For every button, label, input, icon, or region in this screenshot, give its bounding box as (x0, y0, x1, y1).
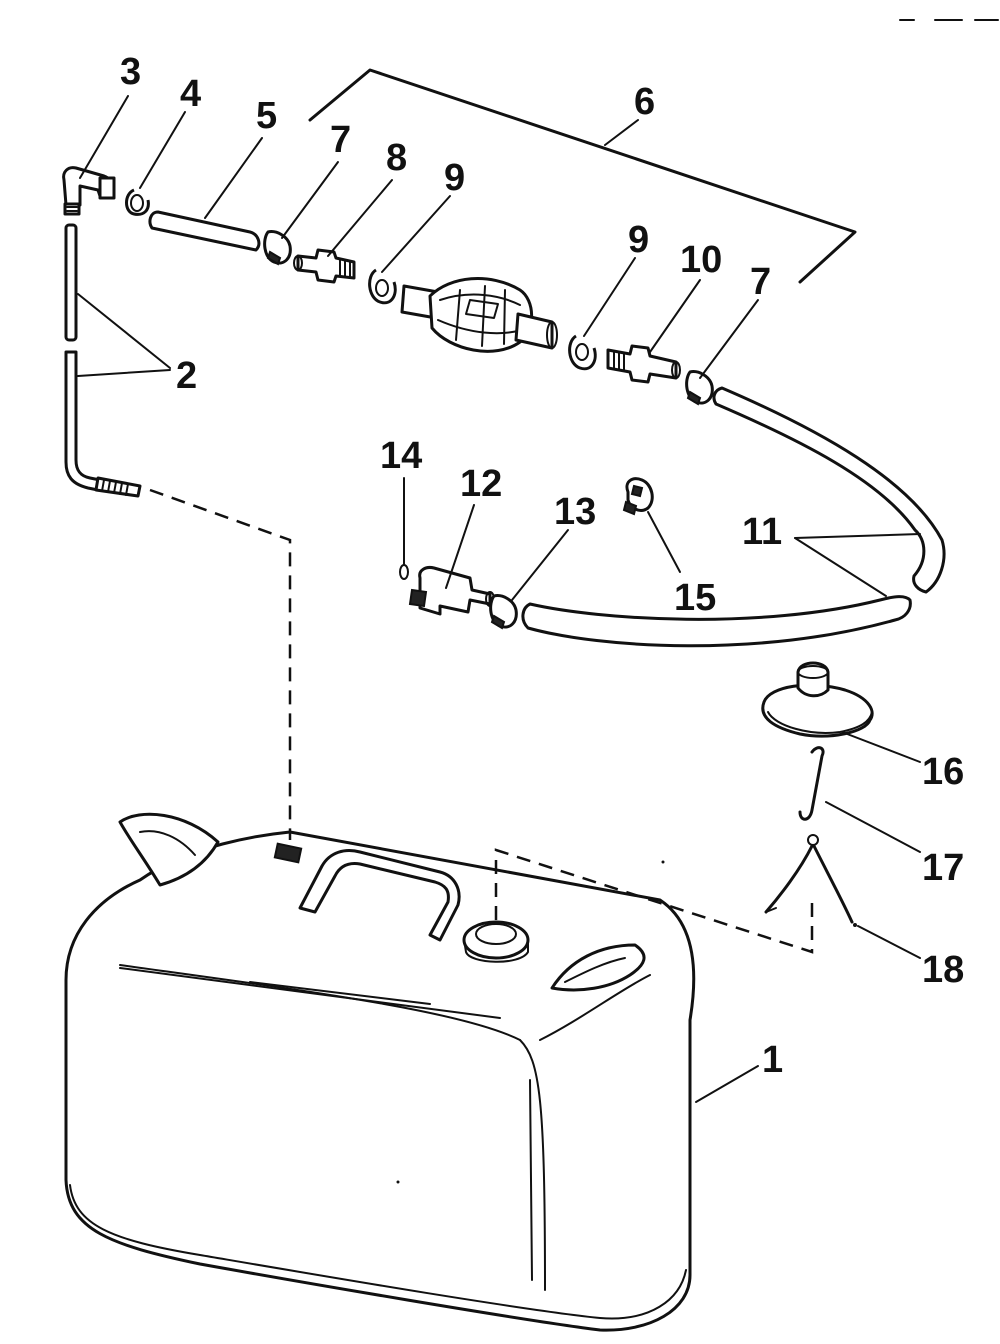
hose-clamp-7b (685, 370, 714, 406)
hose-clamp-15 (622, 477, 654, 516)
primer-bulb (400, 277, 558, 353)
retaining-strap-18 (764, 834, 857, 927)
label-part-5: 5 (256, 95, 277, 137)
callout-labels: 3 4 5 6 7 8 9 9 10 7 2 14 12 13 11 15 16… (120, 51, 964, 1081)
label-part-10: 10 (680, 239, 722, 281)
label-part-9-right: 9 (628, 219, 649, 261)
hose-clamp-13 (489, 594, 518, 630)
fuel-hose-5 (148, 210, 261, 252)
label-part-15: 15 (674, 577, 716, 619)
label-part-4: 4 (180, 73, 201, 115)
label-part-8: 8 (386, 137, 407, 179)
label-part-13: 13 (554, 491, 596, 533)
hose-clamp-9b (568, 334, 597, 371)
label-part-11: 11 (742, 511, 782, 553)
label-part-17: 17 (922, 847, 964, 889)
label-part-2: 2 (176, 355, 197, 397)
leader-6 (604, 119, 639, 146)
leader-lines (77, 95, 921, 1103)
pickup-tube-leader-line (149, 488, 292, 840)
label-part-6: 6 (634, 81, 655, 123)
hose-clamp-7a (263, 230, 292, 266)
label-part-9-left: 9 (444, 157, 465, 199)
filler-cap-16 (761, 661, 874, 738)
o-ring-14 (399, 564, 409, 580)
hose-clamp-9a (368, 268, 397, 305)
label-part-7-right: 7 (750, 261, 771, 303)
hook-17 (798, 746, 825, 821)
fuel-hose-11 (521, 386, 946, 648)
fuel-pickup-tube (64, 223, 142, 498)
label-part-7-left: 7 (330, 119, 351, 161)
check-valve-10 (606, 344, 681, 384)
strap-leader-line (494, 848, 814, 954)
label-part-3: 3 (120, 51, 141, 93)
label-part-1: 1 (762, 1039, 783, 1081)
label-part-12: 12 (460, 463, 502, 505)
fuel-tank (64, 812, 696, 1332)
check-valve-8 (293, 248, 356, 284)
label-part-14: 14 (380, 435, 422, 477)
fuel-connector-12 (408, 566, 495, 616)
elbow-fitting (62, 166, 116, 216)
assembly-bracket-6 (308, 68, 857, 284)
label-part-16: 16 (922, 751, 964, 793)
label-part-18: 18 (922, 949, 964, 991)
hose-clamp-4 (125, 188, 150, 216)
